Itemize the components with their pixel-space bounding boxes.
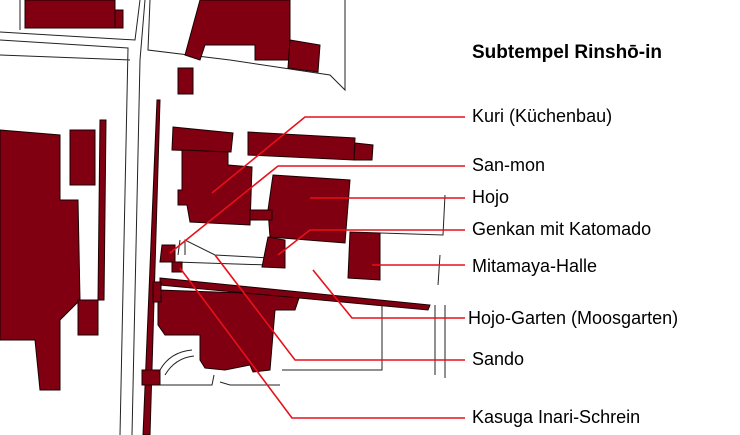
label-hojo: Hojo — [472, 187, 510, 207]
label-sando: Sando — [472, 349, 525, 369]
map-title: Subtempel Rinshō-in — [472, 42, 662, 63]
label-genkan: Genkan mit Katomado — [472, 219, 652, 239]
roads — [0, 0, 446, 435]
label-hojo-garten: Hojo-Garten (Moosgarten) — [468, 308, 679, 328]
leader-sando — [214, 254, 465, 361]
leader-lines — [169, 116, 465, 419]
label-kuri: Kuri (Küchenbau) — [472, 106, 613, 126]
leader-san-mon — [169, 165, 465, 254]
buildings — [0, 0, 431, 435]
label-san-mon: San-mon — [472, 155, 546, 175]
leader-kuri — [211, 116, 465, 194]
leader-genkan — [277, 229, 465, 256]
label-mitamaya: Mitamaya-Halle — [472, 256, 598, 276]
leader-hojo-garten — [312, 269, 465, 319]
leader-kasuga — [179, 267, 465, 419]
label-kasuga: Kasuga Inari-Schrein — [472, 407, 641, 427]
